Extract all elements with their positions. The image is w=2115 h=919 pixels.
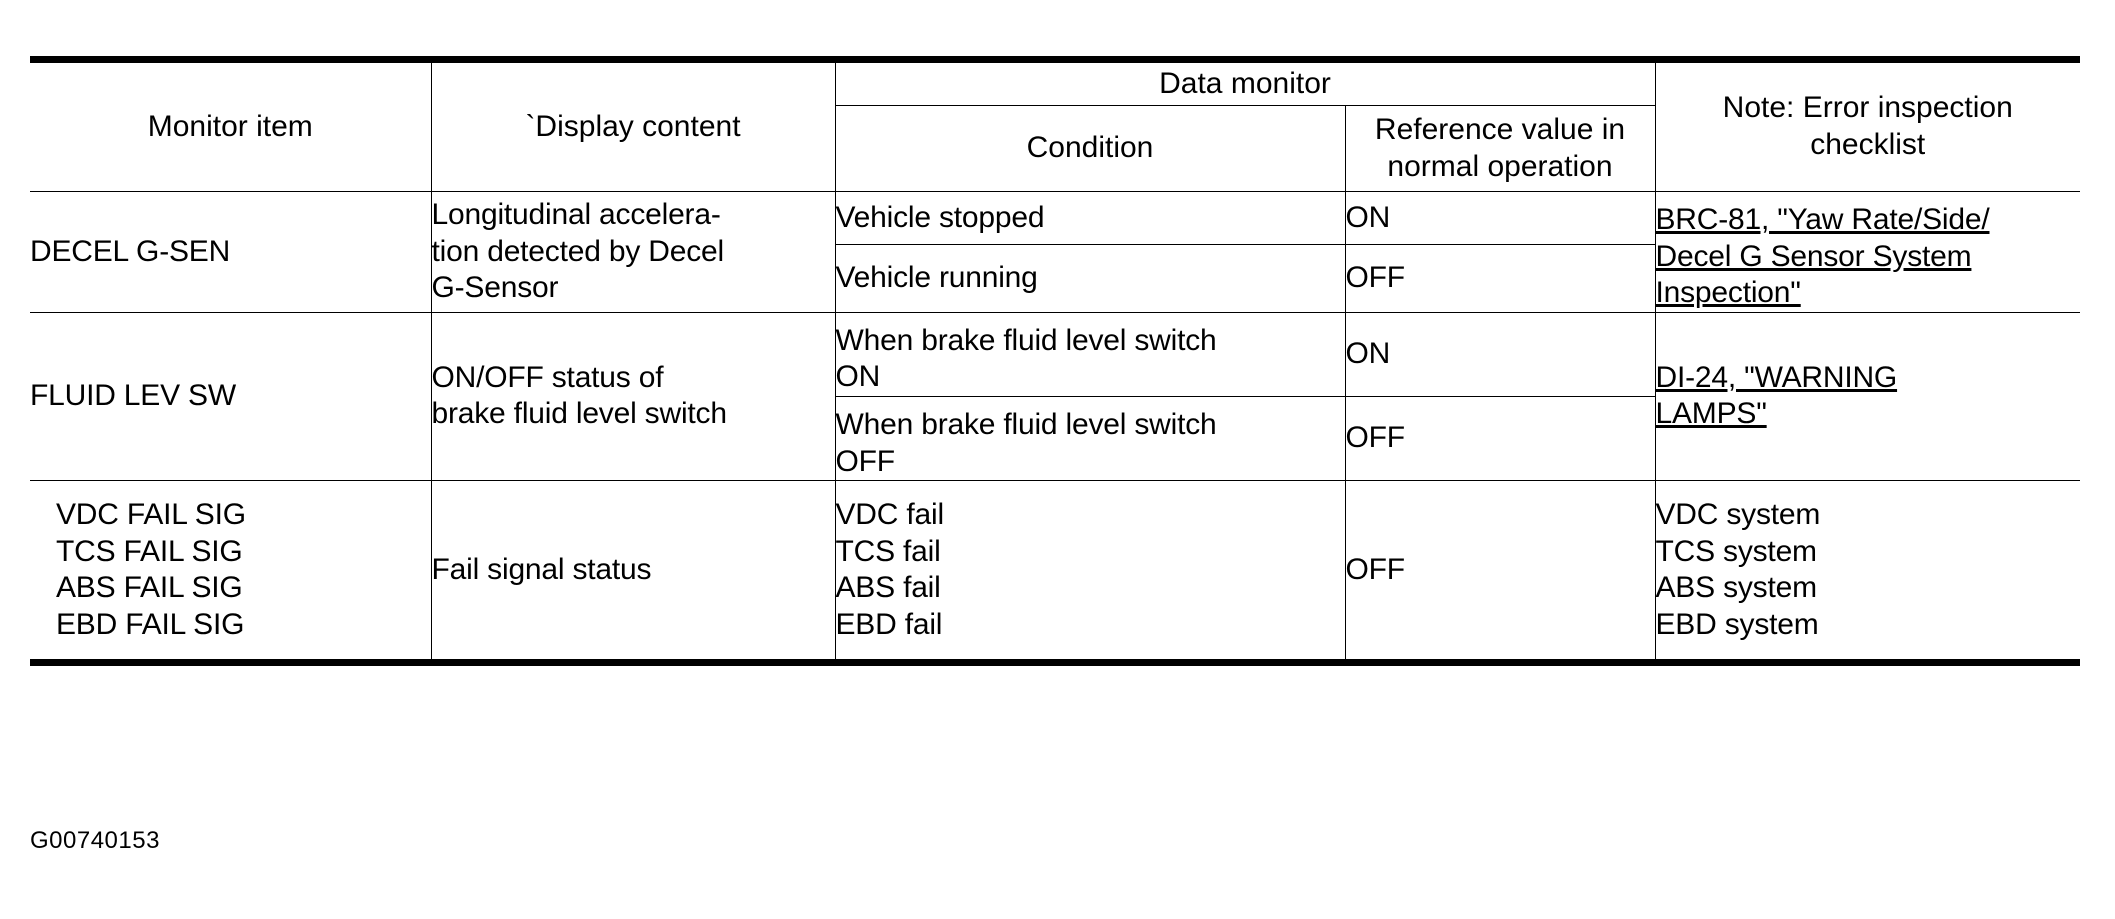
table-row: Vehicle running OFF <box>30 244 2080 313</box>
column-header-reference-value-label: Reference value in normal operation <box>1374 112 1626 183</box>
column-header-condition: Condition <box>835 105 1346 192</box>
cell-display-content: Fail signal status <box>430 480 836 663</box>
note-link[interactable]: DI-24, "WARNING LAMPS" <box>1655 360 1898 431</box>
column-header-condition-label: Condition <box>1026 131 1154 165</box>
condition-label: When brake fluid level switch ON <box>835 323 1217 394</box>
condition-label: Vehicle stopped <box>835 200 1045 234</box>
display-content-label: Longitudinal accelera- tion detected by … <box>431 198 725 305</box>
header-row-sub: Condition Reference value in normal oper… <box>30 105 2080 192</box>
table-body: DECEL G-SEN Longitudinal accelera- tion … <box>30 190 2080 663</box>
cell-reference-value: ON <box>1344 311 1656 397</box>
column-header-display-content: `Display content <box>430 59 836 192</box>
cell-reference-value: OFF <box>1344 244 1655 313</box>
cell-note[interactable]: BRC-81, "Yaw Rate/Side/ Decel G Sensor S… <box>1654 191 2080 313</box>
cell-monitor-item: FLUID LEV SW <box>30 311 432 482</box>
note-label: VDC system TCS system ABS system EBD sys… <box>1655 497 1821 641</box>
table-row: When brake fluid level switch OFF OFF <box>30 395 2080 482</box>
cell-display-content: ON/OFF status of brake fluid level switc… <box>430 311 836 482</box>
column-header-data-monitor-label: Data monitor <box>1159 66 1331 100</box>
cell-condition: When brake fluid level switch ON <box>834 311 1346 397</box>
table-row: DECEL G-SEN Longitudinal accelera- tion … <box>30 190 2080 313</box>
figure-id-label: G00740153 <box>30 827 160 854</box>
table-header: Monitor item `Display content Data monit… <box>30 59 2080 192</box>
cell-condition: VDC fail TCS fail ABS fail EBD fail <box>834 480 1346 663</box>
display-content-label: Fail signal status <box>431 552 652 586</box>
reference-value-label: OFF <box>1345 421 1406 455</box>
column-header-note-label: Note: Error inspection checklist <box>1722 91 2013 161</box>
monitor-item-label: FLUID LEV SW <box>30 379 236 413</box>
data-monitor-table-container: Monitor item `Display content Data monit… <box>30 56 2080 667</box>
cell-reference-value: OFF <box>1344 480 1656 663</box>
column-header-monitor-item: Monitor item <box>30 59 432 192</box>
reference-value-label: OFF <box>1345 552 1406 586</box>
monitor-item-label: DECEL G-SEN <box>30 234 231 268</box>
table-row: FLUID LEV SW ON/OFF status of brake flui… <box>30 311 2080 482</box>
display-content-label: ON/OFF status of brake fluid level switc… <box>431 360 728 431</box>
column-header-display-content-label: `Display content <box>525 109 741 143</box>
column-header-monitor-item-label: Monitor item <box>147 109 313 143</box>
cell-reference-value: OFF <box>1344 395 1655 482</box>
cell-display-content: Longitudinal accelera- tion detected by … <box>430 191 836 313</box>
header-row-top: Monitor item `Display content Data monit… <box>30 59 2080 192</box>
column-header-reference-value: Reference value in normal operation <box>1344 105 1655 192</box>
condition-label: When brake fluid level switch OFF <box>835 407 1217 478</box>
table-row: VDC FAIL SIG TCS FAIL SIG ABS FAIL SIG E… <box>30 480 2080 663</box>
cell-condition: When brake fluid level switch OFF <box>835 395 1346 482</box>
reference-value-label: ON <box>1345 200 1391 234</box>
cell-monitor-item: VDC FAIL SIG TCS FAIL SIG ABS FAIL SIG E… <box>30 480 432 663</box>
reference-value-label: OFF <box>1345 261 1406 295</box>
condition-label: VDC fail TCS fail ABS fail EBD fail <box>835 497 945 641</box>
cell-condition: Vehicle running <box>835 244 1346 313</box>
cell-monitor-item: DECEL G-SEN <box>30 191 432 313</box>
condition-label: Vehicle running <box>835 261 1038 295</box>
column-header-data-monitor: Data monitor <box>834 59 1656 106</box>
cell-condition: Vehicle stopped <box>834 190 1346 246</box>
monitor-item-label: VDC FAIL SIG TCS FAIL SIG ABS FAIL SIG E… <box>56 497 246 641</box>
cell-reference-value: ON <box>1344 190 1656 246</box>
cell-note: VDC system TCS system ABS system EBD sys… <box>1654 480 2080 663</box>
cell-note[interactable]: DI-24, "WARNING LAMPS" <box>1654 311 2080 482</box>
column-header-note: Note: Error inspection checklist <box>1654 59 2080 192</box>
reference-value-label: ON <box>1345 337 1391 371</box>
data-monitor-table: Monitor item `Display content Data monit… <box>30 56 2080 667</box>
note-link[interactable]: BRC-81, "Yaw Rate/Side/ Decel G Sensor S… <box>1655 203 1990 310</box>
